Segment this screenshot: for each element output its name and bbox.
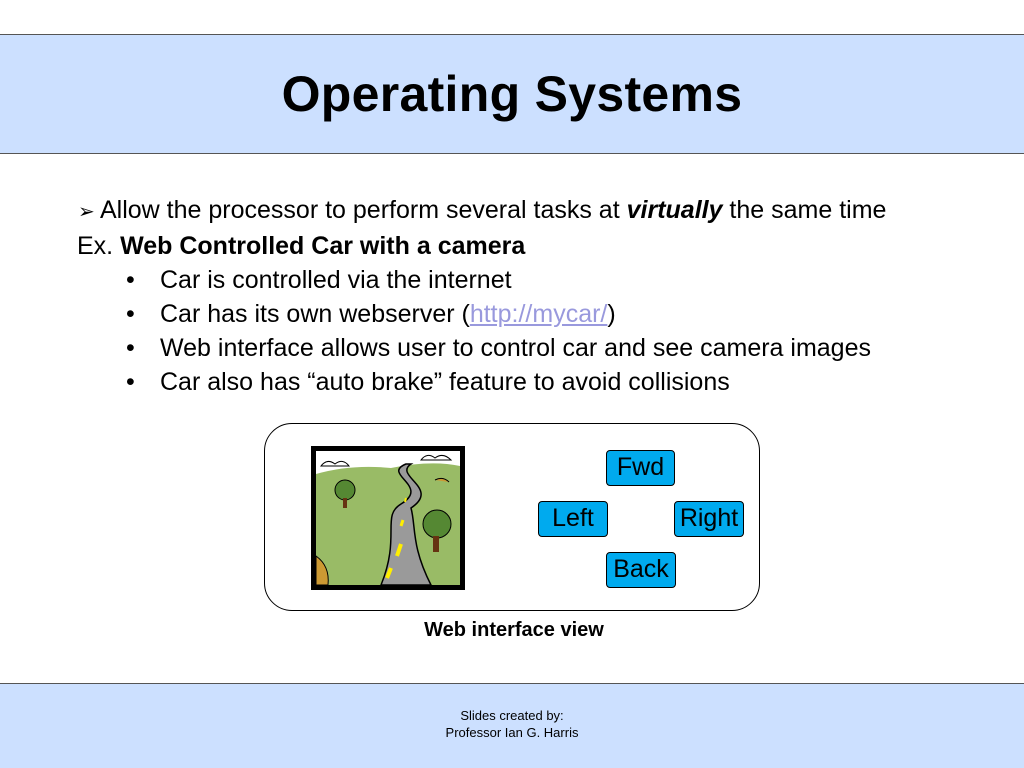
list-item: • Car has its own webserver (http://mycar…	[78, 297, 1008, 331]
example-name: Web Controlled Car with a camera	[120, 232, 526, 260]
webserver-link[interactable]: http://mycar/	[469, 300, 608, 328]
example-prefix: Ex.	[77, 232, 121, 260]
forward-button[interactable]: Fwd	[606, 450, 675, 486]
bullet-dot-icon: •	[126, 300, 135, 328]
footer-credit-line2: Professor Ian G. Harris	[445, 725, 579, 740]
footer-credit-line1: Slides created by:	[460, 708, 564, 723]
slide-content: ➢Allow the processor to perform several …	[77, 193, 1008, 399]
bullet-dot-icon: •	[126, 266, 135, 294]
bullet-text-post: )	[607, 300, 616, 328]
right-button[interactable]: Right	[674, 501, 744, 537]
bullet-dot-icon: •	[126, 334, 135, 362]
list-item: • Web interface allows user to control ca…	[78, 331, 1008, 365]
web-interface-panel: Fwd Left Right Back	[264, 423, 760, 611]
left-button[interactable]: Left	[538, 501, 608, 537]
bullet-text: Car also has “auto brake” feature to avo…	[160, 368, 730, 396]
title-band: Operating Systems	[0, 34, 1024, 154]
bullet-text: Car is controlled via the internet	[160, 266, 512, 294]
back-button[interactable]: Back	[606, 552, 676, 588]
intro-line: ➢Allow the processor to perform several …	[78, 193, 1008, 229]
arrow-bullet-icon: ➢	[78, 201, 95, 223]
road-landscape-icon	[311, 446, 465, 590]
list-item: • Car is controlled via the internet	[78, 263, 1008, 297]
slide-title: Operating Systems	[281, 66, 743, 122]
interface-caption: Web interface view	[424, 619, 604, 641]
bullet-dot-icon: •	[126, 368, 135, 396]
intro-text-pre: Allow the processor to perform several t…	[100, 196, 627, 224]
intro-emphasis: virtually	[626, 196, 723, 224]
example-line: Ex. Web Controlled Car with a camera	[77, 229, 1008, 263]
intro-text-post: the same time	[722, 196, 887, 224]
bullet-list: • Car is controlled via the internet • Car…	[78, 263, 1008, 399]
footer-band: Slides created by: Professor Ian G. Harr…	[0, 683, 1024, 768]
list-item: • Car also has “auto brake” feature to av…	[78, 365, 1008, 399]
bullet-text: Web interface allows user to control car…	[160, 334, 871, 362]
bullet-text-pre: Car has its own webserver (	[160, 300, 470, 328]
